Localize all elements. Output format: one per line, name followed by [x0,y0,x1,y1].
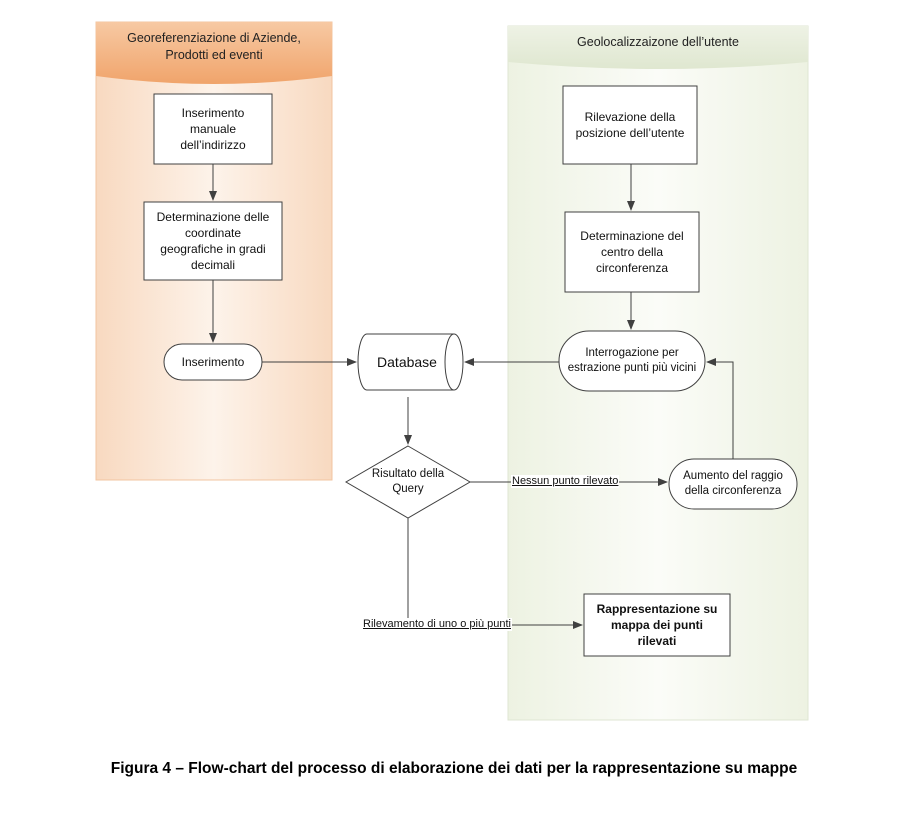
left-lane-header [96,22,332,84]
right-lane-title: Geolocalizzaizone dell’utente [577,35,739,49]
query-nearest-line2: estrazione punti più vicini [567,362,697,374]
query-result-label: Risultato della Query [360,462,456,502]
map-render-label: Rappresentazione su mappa dei punti rile… [584,594,730,656]
coords-line4: decimali [190,258,235,272]
query-result-line2: Query [392,483,424,495]
figure-caption: Figura 4 – Flow-chart del processo di el… [110,760,798,777]
coords-line3: geografiche in gradi [160,242,266,256]
edge-label-no-point: Nessun punto rilevato [511,475,620,488]
circle-center-label: Determinazione del centro della circonfe… [565,212,699,292]
insert-label: Inserimento [181,355,245,369]
circle-center-line1: Determinazione del [580,229,684,243]
coords-label: Determinazione delle coordinate geografi… [144,202,282,280]
right-lane-header [508,26,808,69]
manual-insert-line2: manuale [189,122,237,136]
manual-insert-line1: Inserimento [181,106,245,120]
left-lane-title: Georeferenziazione di Aziende, Prodotti … [96,30,332,64]
circle-center-box [564,211,700,293]
edge-label-found-points: Rilevamento di uno o più punti [362,618,512,631]
user-position-box [562,85,698,165]
query-nearest-label: Interrogazione per estrazione punti più … [559,331,705,391]
coords-box [143,201,283,281]
user-position-line1: Rilevazione della [584,110,676,124]
manual-insert-box [153,93,273,165]
database-label: Database [377,354,437,370]
query-nearest-line1: Interrogazione per [585,347,679,359]
map-render-line3: rilevati [637,634,677,648]
increase-radius-line2: della circonferenza [684,485,782,497]
query-nearest-box [558,330,706,392]
manual-insert-label: Inserimento manuale dell’indirizzo [154,94,272,164]
increase-radius-label: Aumento del raggio della circonferenza [669,459,797,509]
map-render-line1: Rappresentazione su [596,602,718,616]
circle-center-line3: circonferenza [595,261,669,275]
left-lane-title-line1: Georeferenziazione di Aziende, [127,31,301,45]
user-position-line2: posizione dell’utente [575,126,685,140]
manual-insert-line3: dell’indirizzo [180,138,246,152]
map-render-box [583,593,731,657]
left-lane-title-line2: Prodotti ed eventi [165,48,263,62]
database-shape [357,333,464,391]
increase-radius-line1: Aumento del raggio [683,470,783,482]
map-render-line2: mappa dei punti [610,618,703,632]
coords-line1: Determinazione delle [156,210,270,224]
coords-line2: coordinate [184,226,242,240]
edge-radius-to-query [706,358,734,459]
user-position-label: Rilevazione della posizione dell’utente [563,86,697,164]
circle-center-line2: centro della [600,245,664,259]
query-result-line1: Risultato della [371,468,445,480]
